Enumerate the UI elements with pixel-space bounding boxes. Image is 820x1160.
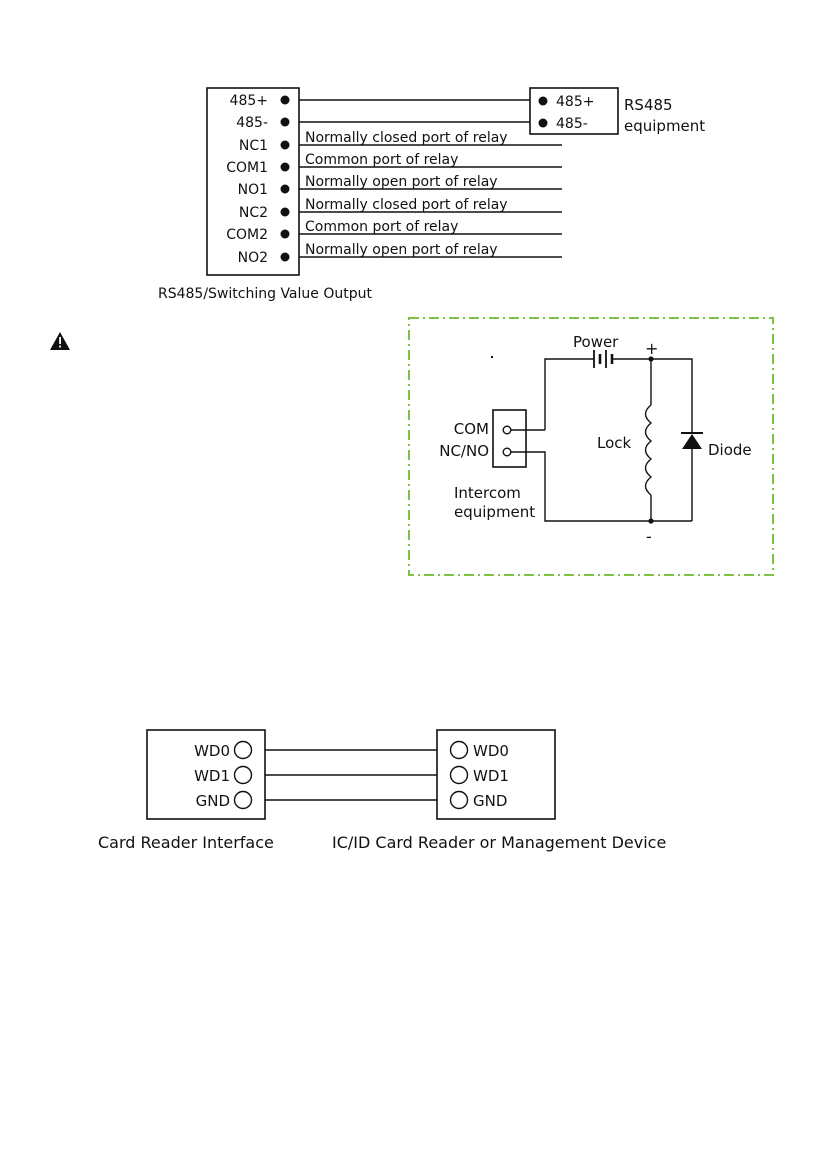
left-terminal-wd0: WD0 [194, 742, 230, 760]
equipment-label-line2: equipment [624, 117, 705, 135]
left-terminal-circle [233, 765, 253, 785]
equipment-terminal-485plus: 485+ [556, 94, 594, 110]
terminal-label-485minus: 485- [236, 115, 268, 131]
wire-bottom [510, 451, 692, 522]
relay-desc-no1: Normally open port of relay [305, 174, 498, 190]
rs485-equipment-box [529, 87, 619, 135]
left-terminal-circle [233, 740, 253, 760]
terminal-dot [280, 184, 290, 194]
rs485-caption: RS485/Switching Value Output [158, 286, 372, 302]
relay-desc-com1: Common port of relay [305, 152, 458, 168]
nc-no-label: NC/NO [439, 442, 489, 460]
diode-symbol [682, 434, 702, 449]
left-terminal-wd1: WD1 [194, 767, 230, 785]
intercom-label-line2: equipment [454, 503, 535, 521]
rs485-switching-diagram: 485+ 485- NC1 COM1 NO1 NC2 COM2 NO2 Norm… [158, 87, 705, 302]
right-terminal-wd1: WD1 [473, 767, 509, 785]
wiegand-diagram: WD0 WD1 GND WD0 WD1 GND Card Reader Inte… [98, 729, 666, 852]
diode-label: Diode [708, 441, 752, 459]
minus-label: - [646, 527, 652, 546]
equipment-dot [538, 96, 548, 106]
equipment-dot [538, 118, 548, 128]
stray-mark [491, 356, 493, 358]
terminal-dot [280, 207, 290, 217]
terminal-dot [280, 140, 290, 150]
terminal-label-nc1: NC1 [239, 138, 268, 154]
terminal-label-no2: NO2 [238, 250, 268, 266]
terminal-label-com1: COM1 [226, 160, 268, 176]
com-label: COM [454, 420, 489, 438]
relay-desc-nc1: Normally closed port of relay [305, 130, 508, 146]
card-reader-interface-caption: Card Reader Interface [98, 833, 274, 852]
terminal-dot [280, 229, 290, 239]
equipment-terminal-485minus: 485- [556, 116, 588, 132]
right-terminal-circle [449, 740, 469, 760]
right-terminal-circle [449, 790, 469, 810]
terminal-dot [280, 117, 290, 127]
right-terminal-wd0: WD0 [473, 742, 509, 760]
terminal-dot [280, 95, 290, 105]
equipment-label-line1: RS485 [624, 96, 673, 114]
plus-label: + [645, 339, 658, 358]
relay-desc-nc2: Normally closed port of relay [305, 197, 508, 213]
lock-circuit-diagram: Power + Lock Diode - COM NC/NO [408, 317, 774, 576]
intercom-label-line1: Intercom [454, 484, 521, 502]
wire-top-right [612, 358, 693, 425]
terminal-dot [280, 252, 290, 262]
lock-coil [644, 404, 653, 496]
terminal-block [206, 87, 300, 276]
lock-label: Lock [597, 434, 632, 452]
card-reader-device-caption: IC/ID Card Reader or Management Device [332, 833, 666, 852]
terminal-dot [280, 162, 290, 172]
junction-bottom [648, 518, 654, 524]
nc-no-terminal [502, 447, 512, 457]
relay-desc-no2: Normally open port of relay [305, 242, 498, 258]
left-terminal-gnd: GND [196, 792, 230, 810]
terminal-label-com2: COM2 [226, 227, 268, 243]
terminal-label-no1: NO1 [238, 182, 268, 198]
terminal-label-nc2: NC2 [239, 205, 268, 221]
right-terminal-gnd: GND [473, 792, 507, 810]
intercom-connector [492, 409, 527, 468]
com-terminal [502, 425, 512, 435]
wire-top-left [544, 358, 594, 430]
power-label: Power [573, 333, 619, 351]
left-terminal-circle [233, 790, 253, 810]
terminal-label-485plus: 485+ [230, 93, 268, 109]
relay-desc-com2: Common port of relay [305, 219, 458, 235]
lock-circuit-border [408, 317, 774, 576]
right-terminal-circle [449, 765, 469, 785]
warning-icon [50, 332, 70, 350]
